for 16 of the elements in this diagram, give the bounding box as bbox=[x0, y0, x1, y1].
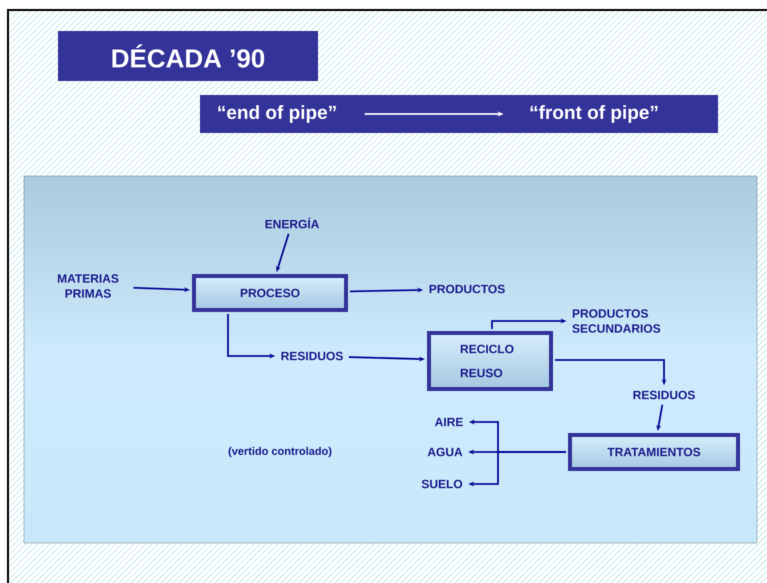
banner-text: “front of pipe” bbox=[530, 105, 658, 123]
output-label: SUELO bbox=[422, 480, 462, 488]
input-label: MATERIAS PRIMAS bbox=[58, 274, 118, 298]
output-label: RESIDUOS bbox=[281, 352, 343, 360]
title-box: DÉCADA ’90 bbox=[58, 31, 318, 81]
output-label: PRODUCTOS SECUNDARIOS bbox=[572, 309, 660, 333]
process-box: TRATAMIENTOS bbox=[568, 433, 740, 471]
note-text: (vertido controlado) bbox=[228, 446, 332, 458]
input-label: ENERGÍA bbox=[265, 218, 320, 228]
output-label: RESIDUOS bbox=[633, 390, 695, 400]
output-label: PRODUCTOS bbox=[430, 284, 505, 294]
output-label: AGUA bbox=[428, 448, 462, 456]
process-box: PROCESO bbox=[192, 274, 348, 312]
output-label: AIRE bbox=[434, 418, 463, 426]
banner-text: “end of pipe” bbox=[218, 105, 336, 123]
process-box: RECICLO REUSO bbox=[427, 331, 553, 391]
